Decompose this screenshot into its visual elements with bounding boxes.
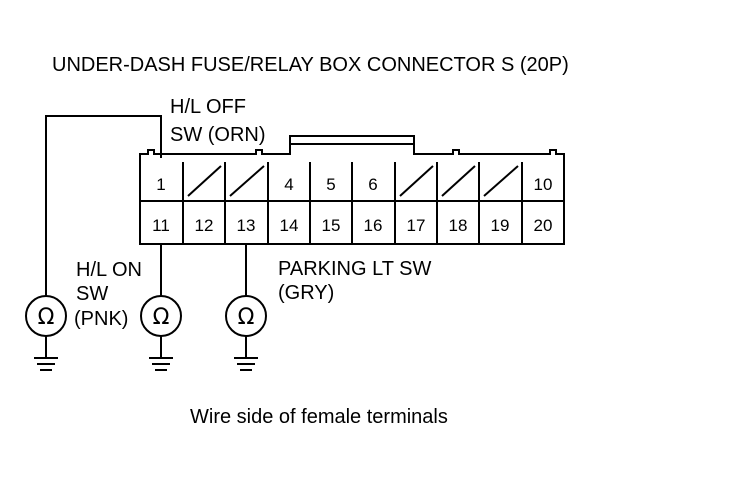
ohmmeter-icon: Ω [25,295,67,337]
ground-icon [34,357,58,371]
parking-label-line2: (GRY) [278,282,334,304]
pin-label: 4 [284,175,293,194]
connector-outline [139,135,565,245]
bottom-row-pins: 11 12 13 14 15 16 17 18 19 20 [152,216,552,235]
hl-on-label-line1: H/L ON [76,259,142,281]
pin-label: 16 [364,216,383,235]
ground-icon [149,357,173,371]
svg-text:Ω: Ω [153,305,170,330]
hl-on-label-line3: (PNK) [74,308,128,330]
unused-cavity-marks [187,165,519,197]
pin-label: 10 [534,175,553,194]
ground-icon [234,357,258,371]
pin-label: 13 [237,216,256,235]
pin-label: 20 [534,216,553,235]
wire-pin-1 [45,115,162,296]
pin-label: 15 [322,216,341,235]
pin-label: 12 [195,216,214,235]
parking-label-line1: PARKING LT SW [278,258,431,280]
ohmmeter-icon: Ω [225,295,267,337]
pin-label: 19 [491,216,510,235]
pin-label: 11 [152,216,170,235]
pin-label: 18 [449,216,468,235]
hl-off-label-line2: SW (ORN) [170,124,266,146]
column-dividers [182,162,523,244]
hl-on-label-line2: SW [76,283,108,305]
svg-text:Ω: Ω [38,305,55,330]
hl-off-label-line1: H/L OFF [170,96,246,118]
pin-label: 17 [407,216,426,235]
pin-label: 6 [368,175,377,194]
diagram-caption: Wire side of female terminals [190,406,448,428]
pin-label: 5 [326,175,335,194]
svg-text:Ω: Ω [238,305,255,330]
ohmmeter-icon: Ω [140,295,182,337]
diagram-title: UNDER-DASH FUSE/RELAY BOX CONNECTOR S (2… [52,54,569,76]
pin-label: 14 [280,216,299,235]
pin-label: 1 [156,175,165,194]
top-row-pins: 1 4 5 6 10 [156,175,552,194]
